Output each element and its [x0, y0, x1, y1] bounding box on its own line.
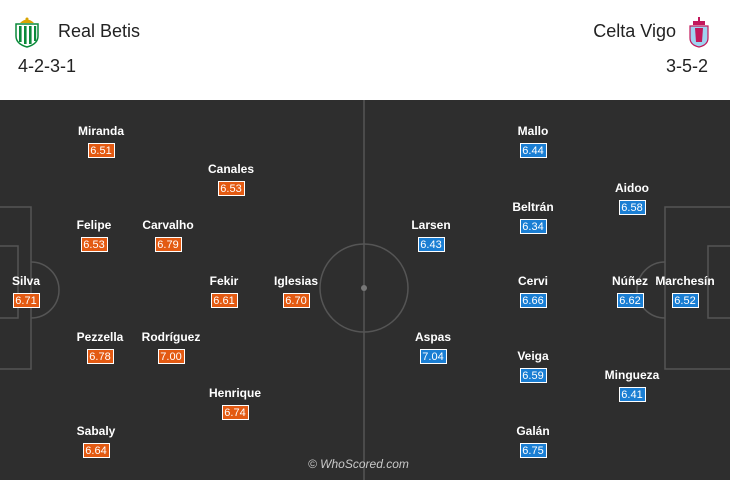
away-player[interactable]: Veiga 6.59 — [498, 349, 568, 384]
player-name: Marchesín — [655, 274, 715, 288]
home-player[interactable]: Canales 6.53 — [196, 162, 266, 197]
pitch-markings — [0, 100, 730, 480]
match-header: Real Betis 4-2-3-1 Celta Vigo 3-5-2 — [0, 0, 730, 100]
away-formation: 3-5-2 — [665, 56, 708, 76]
player-name: Veiga — [517, 349, 549, 363]
player-rating-badge: 6.61 — [210, 293, 238, 308]
player-name: Mallo — [517, 124, 549, 138]
player-name: Fekir — [209, 274, 239, 288]
away-player[interactable]: Núñez 6.62 — [595, 274, 665, 309]
player-rating-badge: 6.71 — [12, 293, 40, 308]
player-rating-badge: 6.59 — [519, 368, 547, 383]
player-rating-badge: 6.58 — [618, 200, 646, 215]
player-rating-badge: 7.00 — [157, 349, 185, 364]
away-player[interactable]: Marchesín 6.52 — [650, 274, 720, 309]
home-player[interactable]: Carvalho 6.79 — [133, 218, 203, 253]
away-player[interactable]: Cervi 6.66 — [498, 274, 568, 309]
away-player[interactable]: Aidoo 6.58 — [597, 181, 667, 216]
player-rating-badge: 6.53 — [217, 181, 245, 196]
player-rating-badge: 6.62 — [616, 293, 644, 308]
away-player[interactable]: Larsen 6.43 — [396, 218, 466, 253]
player-name: Sabaly — [76, 424, 116, 438]
home-player[interactable]: Henrique 6.74 — [200, 386, 270, 421]
player-name: Miranda — [77, 124, 124, 138]
player-name: Canales — [207, 162, 255, 176]
away-player[interactable]: Beltrán 6.34 — [498, 200, 568, 235]
home-player[interactable]: Fekir 6.61 — [189, 274, 259, 309]
player-rating-badge: 6.64 — [82, 443, 110, 458]
player-name: Mingueza — [604, 368, 660, 382]
player-name: Beltrán — [512, 200, 554, 214]
player-rating-badge: 6.78 — [86, 349, 114, 364]
player-name: Carvalho — [142, 218, 194, 232]
home-player[interactable]: Miranda 6.51 — [66, 124, 136, 159]
player-rating-badge: 6.43 — [417, 237, 445, 252]
home-team-name[interactable]: Real Betis — [58, 21, 141, 41]
player-name: Aidoo — [615, 181, 649, 195]
real-betis-crest-icon — [15, 17, 39, 48]
pitch: Miranda 6.51 Canales 6.53 Felipe 6.53 Ca… — [0, 100, 730, 480]
player-rating-badge: 6.52 — [671, 293, 699, 308]
home-player[interactable]: Iglesias 6.70 — [261, 274, 331, 309]
away-player[interactable]: Mallo 6.44 — [498, 124, 568, 159]
away-team-name[interactable]: Celta Vigo — [593, 21, 676, 41]
player-rating-badge: 6.44 — [519, 143, 547, 158]
home-player[interactable]: Sabaly 6.64 — [61, 424, 131, 459]
player-rating-badge: 6.70 — [282, 293, 310, 308]
home-player[interactable]: Felipe 6.53 — [59, 218, 129, 253]
away-player[interactable]: Aspas 7.04 — [398, 330, 468, 365]
player-rating-badge: 6.51 — [87, 143, 115, 158]
player-name: Pezzella — [76, 330, 124, 344]
player-name: Felipe — [76, 218, 112, 232]
player-rating-badge: 6.79 — [154, 237, 182, 252]
player-name: Henrique — [208, 386, 261, 400]
player-name: Aspas — [414, 330, 452, 344]
player-name: Iglesias — [273, 274, 319, 288]
away-player[interactable]: Mingueza 6.41 — [597, 368, 667, 403]
player-name: Galán — [516, 424, 550, 438]
player-rating-badge: 6.53 — [80, 237, 108, 252]
home-formation: 4-2-3-1 — [18, 56, 77, 76]
player-name: Núñez — [612, 274, 648, 288]
player-rating-badge: 6.74 — [221, 405, 249, 420]
home-player[interactable]: Pezzella 6.78 — [65, 330, 135, 365]
watermark: © WhoScored.com — [308, 457, 409, 471]
player-name: Larsen — [411, 218, 451, 232]
away-player[interactable]: Galán 6.75 — [498, 424, 568, 459]
player-name: Rodríguez — [141, 330, 201, 344]
player-rating-badge: 6.34 — [519, 219, 547, 234]
home-player[interactable]: Rodríguez 7.00 — [136, 330, 206, 365]
player-name: Silva — [11, 274, 41, 288]
player-rating-badge: 6.41 — [618, 387, 646, 402]
home-player[interactable]: Silva 6.71 — [0, 274, 61, 309]
player-rating-badge: 7.04 — [419, 349, 447, 364]
player-rating-badge: 6.75 — [519, 443, 547, 458]
player-rating-badge: 6.66 — [519, 293, 547, 308]
celta-vigo-crest-icon — [689, 17, 709, 48]
player-name: Cervi — [517, 274, 549, 288]
